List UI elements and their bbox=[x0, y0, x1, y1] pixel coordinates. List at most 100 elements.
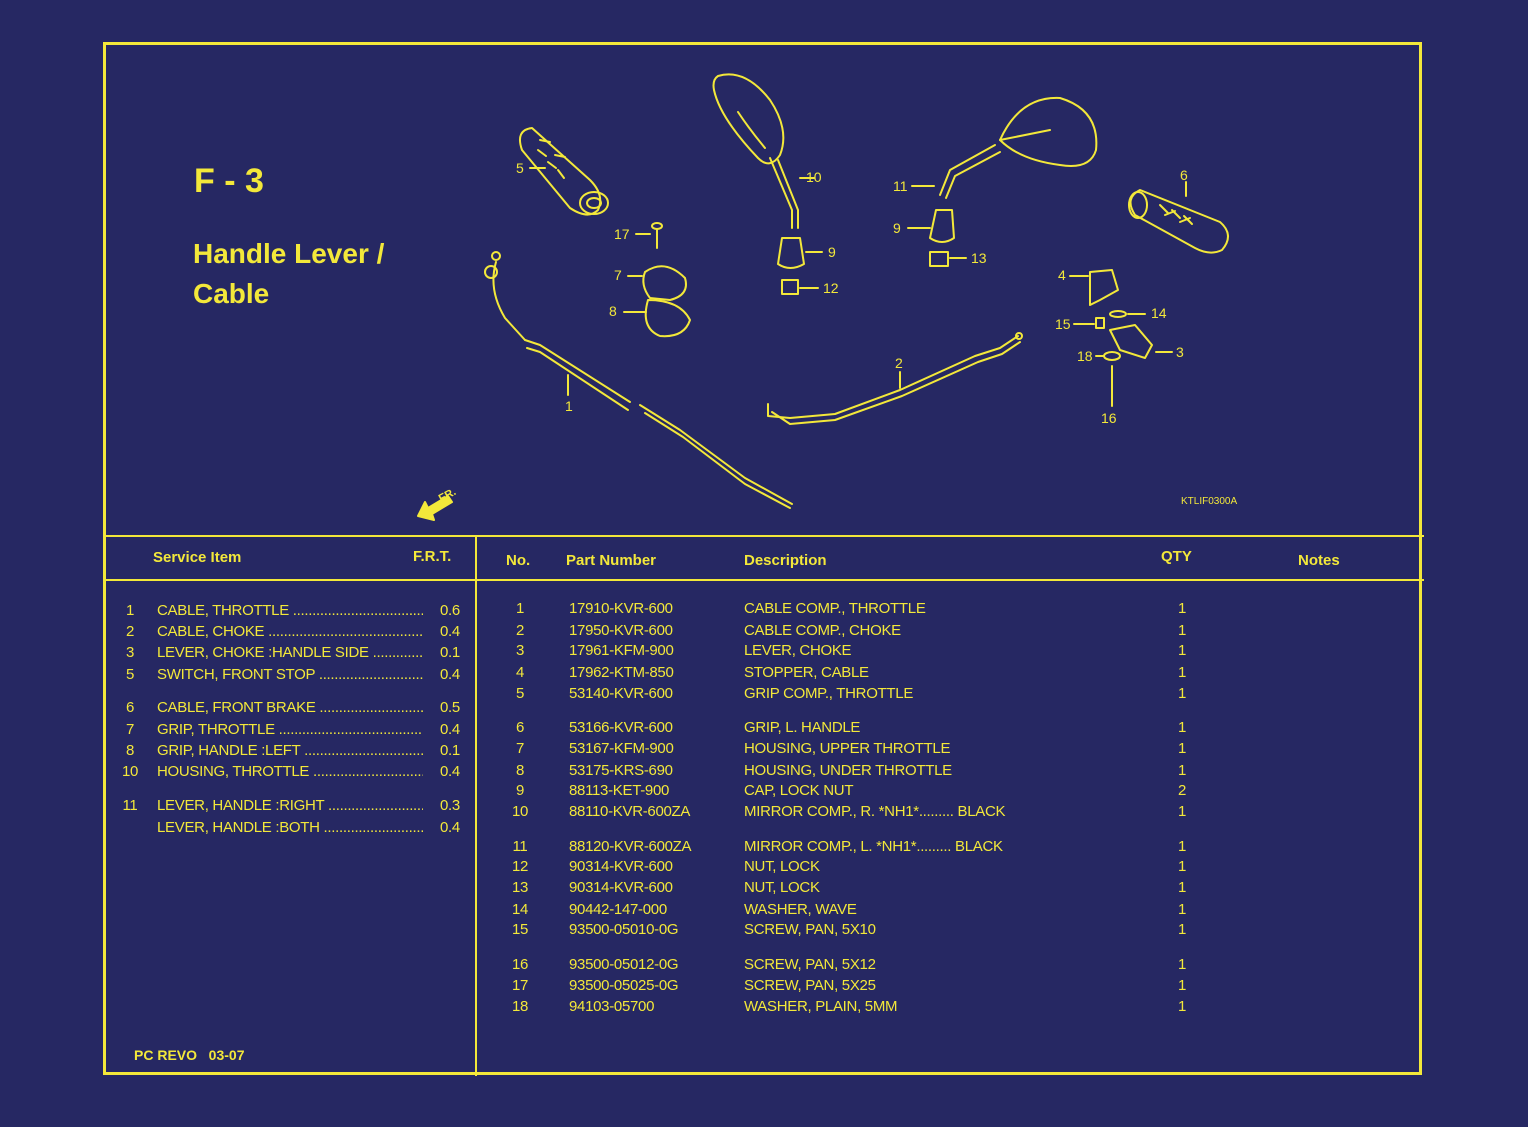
part-no: 15 bbox=[511, 921, 529, 938]
part-qty: 1 bbox=[1177, 858, 1187, 875]
part-number: 90314-KVR-600 bbox=[569, 858, 673, 875]
callout-18: 18 bbox=[1077, 348, 1093, 364]
qty-header: QTY bbox=[1161, 548, 1192, 565]
service-label: SWITCH, FRONT STOP bbox=[157, 666, 423, 683]
drawing-code: KTLIF0300A bbox=[1181, 496, 1238, 507]
front-direction-arrow bbox=[417, 495, 453, 521]
part-qty: 1 bbox=[1177, 719, 1187, 736]
callout-6: 6 bbox=[1180, 167, 1188, 183]
no-header: No. bbox=[506, 552, 531, 569]
front-marker-label: FR. bbox=[437, 486, 458, 505]
part-description: LEVER, CHOKE bbox=[744, 642, 852, 659]
left-mirror-drawing bbox=[911, 96, 1098, 199]
service-label: LEVER, CHOKE :HANDLE SIDE bbox=[157, 644, 423, 661]
part-number: 88113-KET-900 bbox=[569, 782, 670, 799]
service-frt: 0.4 bbox=[440, 819, 460, 836]
service-frt: 0.4 bbox=[440, 721, 460, 738]
callout-11: 11 bbox=[893, 178, 908, 194]
service-no: 6 bbox=[125, 699, 135, 716]
part-no: 9 bbox=[515, 782, 525, 799]
callout-14: 14 bbox=[1151, 305, 1167, 321]
service-frt: 0.6 bbox=[440, 602, 460, 619]
part-description: WASHER, PLAIN, 5MM bbox=[744, 998, 898, 1015]
part-no: 7 bbox=[515, 740, 525, 757]
part-qty: 1 bbox=[1177, 642, 1187, 659]
diagram-divider bbox=[104, 535, 1424, 537]
part-qty: 1 bbox=[1177, 901, 1187, 918]
callout-7: 7 bbox=[614, 267, 622, 283]
part-number: 17950-KVR-600 bbox=[569, 622, 673, 639]
section-code: F - 3 bbox=[194, 162, 264, 200]
part-number: 53140-KVR-600 bbox=[569, 685, 673, 702]
part-qty: 2 bbox=[1177, 782, 1187, 799]
part-no: 10 bbox=[511, 803, 529, 820]
service-label: HOUSING, THROTTLE bbox=[157, 763, 423, 780]
section-title-line1: Handle Lever / bbox=[193, 238, 385, 269]
service-label: LEVER, HANDLE :BOTH bbox=[157, 819, 423, 836]
callout-10: 10 bbox=[806, 169, 822, 185]
screw-17-drawing bbox=[635, 222, 663, 249]
part-description: GRIP COMP., THROTTLE bbox=[744, 685, 914, 702]
throttle-housing-drawing bbox=[623, 265, 691, 338]
part-number: 93500-05010-0G bbox=[569, 921, 679, 938]
part-qty: 1 bbox=[1177, 740, 1187, 757]
part-description: GRIP, L. HANDLE bbox=[744, 719, 861, 736]
part-number: 88110-KVR-600ZA bbox=[569, 803, 691, 820]
part-qty: 1 bbox=[1177, 803, 1187, 820]
part-description: MIRROR COMP., R. *NH1*......... BLACK bbox=[744, 803, 1006, 820]
callout-labels: 5 10 11 6 17 9 9 13 7 12 4 8 14 15 3 18 … bbox=[437, 160, 1188, 505]
callout-17: 17 bbox=[614, 226, 630, 242]
part-qty: 1 bbox=[1177, 998, 1187, 1015]
part-no: 16 bbox=[511, 956, 529, 973]
part-no: 5 bbox=[515, 685, 525, 702]
service-no: 1 bbox=[125, 602, 135, 619]
part-description: SCREW, PAN, 5X25 bbox=[744, 977, 876, 994]
part-qty: 1 bbox=[1177, 977, 1187, 994]
callout-12: 12 bbox=[823, 280, 839, 296]
callout-8: 8 bbox=[609, 303, 617, 319]
part-qty: 1 bbox=[1177, 685, 1187, 702]
service-no: 11 bbox=[122, 797, 138, 814]
service-label: GRIP, THROTTLE bbox=[157, 721, 423, 738]
service-label: CABLE, FRONT BRAKE bbox=[157, 699, 423, 716]
part-qty: 1 bbox=[1177, 762, 1187, 779]
service-frt: 0.5 bbox=[440, 699, 460, 716]
footer-model-code: PC REVO 03-07 bbox=[134, 1047, 245, 1063]
callout-9b: 9 bbox=[893, 220, 901, 236]
part-description: STOPPER, CABLE bbox=[744, 664, 869, 681]
part-description: SCREW, PAN, 5X10 bbox=[744, 921, 876, 938]
callout-13: 13 bbox=[971, 250, 987, 266]
part-number: 90314-KVR-600 bbox=[569, 879, 673, 896]
part-no: 17 bbox=[511, 977, 529, 994]
page-frame bbox=[103, 42, 1422, 1075]
section-title-line2: Cable bbox=[193, 278, 270, 309]
service-label: CABLE, CHOKE bbox=[157, 623, 423, 640]
choke-lever-drawing bbox=[1069, 269, 1173, 407]
part-no: 12 bbox=[511, 858, 529, 875]
part-number: 88120-KVR-600ZA bbox=[569, 838, 692, 855]
part-description: SCREW, PAN, 5X12 bbox=[744, 956, 876, 973]
service-frt: 0.1 bbox=[440, 742, 460, 759]
frt-header: F.R.T. bbox=[413, 548, 452, 565]
part-qty: 1 bbox=[1177, 600, 1187, 617]
column-divider bbox=[475, 536, 477, 1076]
part-no: 14 bbox=[511, 901, 529, 918]
section-title: Handle Lever / Cable bbox=[193, 234, 384, 314]
part-qty: 1 bbox=[1177, 879, 1187, 896]
service-no: 2 bbox=[125, 623, 135, 640]
service-row: LEVER, HANDLE :BOTH 0.4 bbox=[120, 819, 470, 840]
part-qty: 1 bbox=[1177, 664, 1187, 681]
part-no: 8 bbox=[515, 762, 525, 779]
right-mirror-nuts-drawing bbox=[777, 237, 823, 295]
